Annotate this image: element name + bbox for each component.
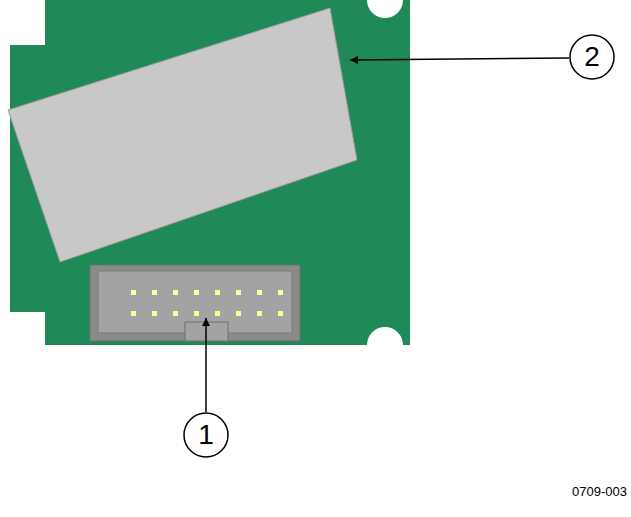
- header-pin: [257, 311, 262, 316]
- header-pin: [194, 290, 199, 295]
- header-pin: [257, 290, 262, 295]
- header-pin: [131, 290, 136, 295]
- header-pin: [236, 311, 241, 316]
- header-pins: [131, 290, 283, 316]
- header-pin: [215, 290, 220, 295]
- header-pin: [236, 290, 241, 295]
- header-pin: [131, 311, 136, 316]
- header-pin: [278, 311, 283, 316]
- pin-header: [90, 265, 300, 341]
- header-pin: [194, 311, 199, 316]
- callout-circle: [570, 35, 614, 79]
- header-pin: [278, 290, 283, 295]
- callout-circle: [184, 413, 228, 457]
- header-pin: [173, 311, 178, 316]
- leader-line: [205, 318, 207, 412]
- callout-number: 2: [584, 43, 600, 71]
- figure-code: 0709-003: [572, 485, 627, 498]
- header-pin: [152, 311, 157, 316]
- header-pin: [173, 290, 178, 295]
- callout-number: 1: [198, 421, 214, 449]
- header-pin: [215, 311, 220, 316]
- header-pin: [152, 290, 157, 295]
- leader-line: [350, 58, 569, 60]
- chip-component: [8, 8, 357, 262]
